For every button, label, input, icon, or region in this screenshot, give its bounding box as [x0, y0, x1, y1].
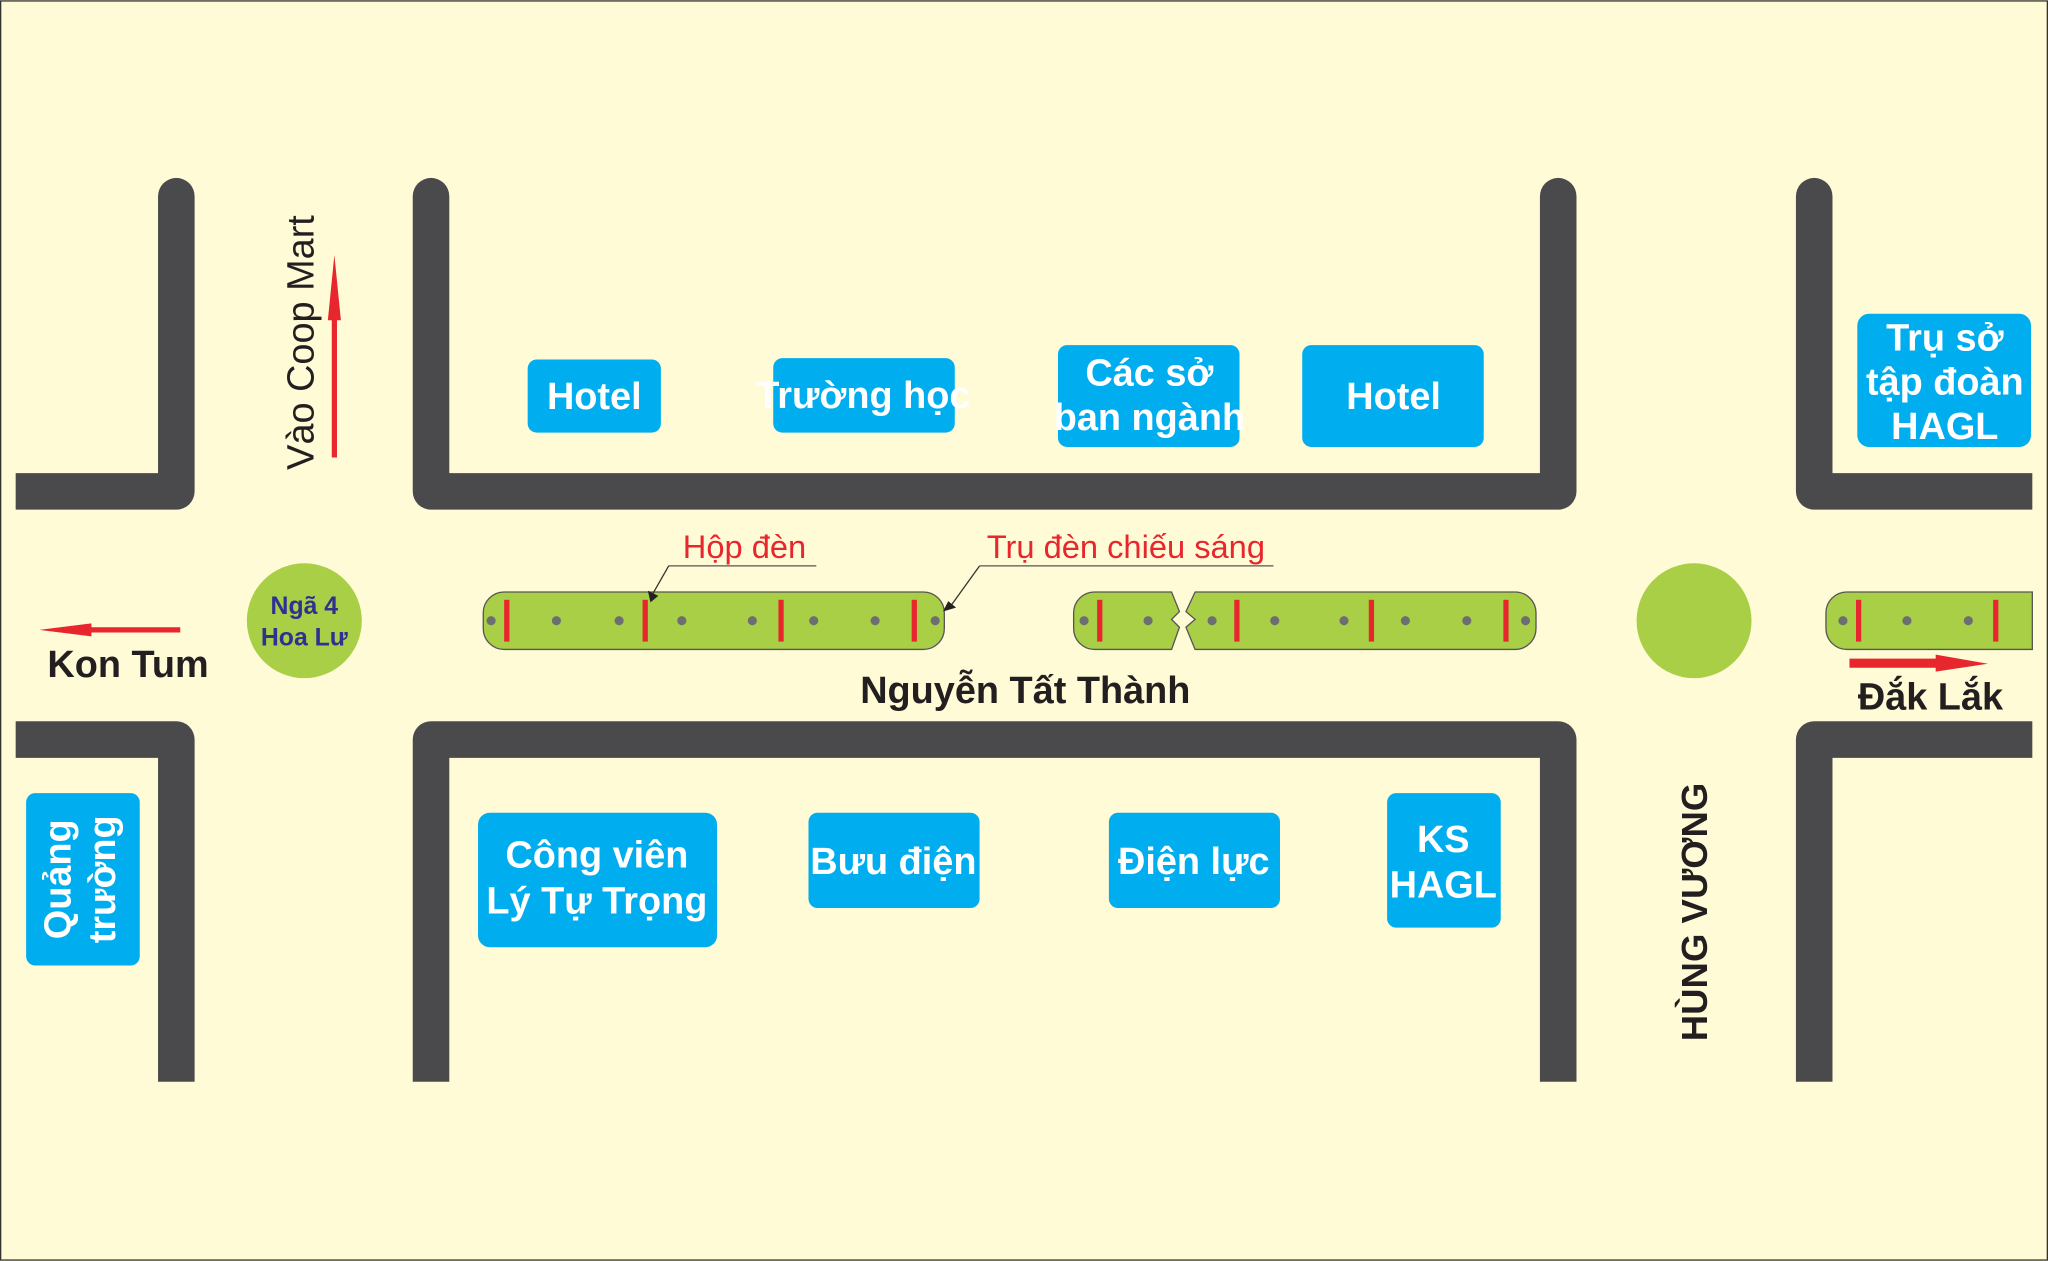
light-pole-icon [1339, 616, 1349, 626]
light-box-icon [1503, 599, 1509, 642]
light-box-icon [778, 599, 784, 642]
light-pole-icon [486, 616, 496, 626]
svg-text:HAGL: HAGL [1891, 406, 1998, 448]
light-box-icon [1234, 599, 1240, 642]
light-pole-icon [1400, 616, 1410, 626]
light-box-icon [642, 599, 648, 642]
light-pole-icon [677, 616, 687, 626]
light-pole-icon [1520, 616, 1531, 626]
svg-text:Bưu điện: Bưu điện [810, 841, 976, 883]
light-pole-icon [1902, 616, 1912, 626]
street-lights [486, 599, 1999, 642]
svg-text:Vào Coop Mart: Vào Coop Mart [280, 215, 322, 470]
light-box-icon [1097, 599, 1103, 642]
place-electricity[interactable]: Điện lực [1108, 812, 1280, 909]
light-pole-icon [1207, 616, 1217, 626]
roundabout [1636, 563, 1752, 679]
svg-text:Lý Tự Trọng: Lý Tự Trọng [486, 880, 707, 922]
place-school[interactable]: Trường học [756, 358, 970, 433]
light-pole-icon [1838, 616, 1848, 626]
light-box-icon [1368, 599, 1375, 642]
svg-text:Kon Tum: Kon Tum [47, 644, 208, 686]
arrow-left-icon [39, 623, 181, 637]
light-box-icon [911, 599, 917, 642]
svg-text:Hoa Lư: Hoa Lư [261, 625, 348, 652]
svg-text:Điện lực: Điện lực [1118, 841, 1270, 883]
light-pole-icon [747, 616, 757, 626]
light-box-icon [1856, 599, 1862, 642]
direction-kon-tum: Kon Tum [39, 623, 209, 686]
svg-text:Các sở: Các sở [1085, 353, 1213, 395]
light-pole-icon [1079, 616, 1089, 626]
svg-text:tập đoàn: tập đoàn [1866, 362, 2024, 404]
light-pole-icon [614, 616, 624, 626]
svg-text:HAGL: HAGL [1390, 865, 1497, 907]
light-pole-icon [551, 616, 561, 626]
place-hotel-1[interactable]: Hotel [527, 359, 661, 433]
light-pole-icon [809, 616, 819, 626]
street-name-hung-vuong: HÙNG VƯƠNG [1673, 783, 1715, 1042]
place-hotel-2[interactable]: Hotel [1302, 345, 1484, 447]
roads [15, 177, 2033, 1082]
intersection-hoa-lu: Ngã 4 Hoa Lư [246, 563, 362, 679]
svg-text:Trường học: Trường học [756, 375, 970, 417]
light-box-label: Hộp đèn [683, 528, 806, 565]
light-pole-label: Trụ đèn chiếu sáng [987, 528, 1265, 565]
light-pole-icon [930, 616, 940, 626]
arrow-right-icon [1849, 654, 1988, 672]
light-pole-icon [1143, 616, 1153, 626]
svg-text:KS: KS [1417, 819, 1470, 861]
light-pole-icon [1270, 616, 1280, 626]
arrow-up-icon [327, 254, 341, 458]
light-box-icon [1993, 599, 1999, 642]
light-pole-icon [870, 616, 880, 626]
direction-coop-mart: Vào Coop Mart [280, 215, 341, 470]
light-pole-icon [1462, 616, 1472, 626]
direction-dak-lak: Đắk Lắk [1849, 654, 2004, 719]
svg-text:Công viên: Công viên [505, 835, 688, 877]
place-post-office[interactable]: Bưu điện [808, 812, 980, 909]
light-pole-icon [1963, 616, 1973, 626]
svg-text:trường: trường [82, 815, 124, 943]
svg-text:Hotel: Hotel [1346, 376, 1441, 418]
light-box-icon [504, 599, 510, 642]
svg-text:Quảng: Quảng [38, 819, 80, 939]
svg-text:Trụ sở: Trụ sở [1886, 317, 2003, 359]
svg-text:ban ngành: ban ngành [1054, 397, 1245, 439]
svg-text:Hotel: Hotel [547, 376, 642, 418]
svg-text:Đắk Lắk: Đắk Lắk [1858, 675, 2004, 719]
legend-annotations: Hộp đèn Trụ đèn chiếu sáng [647, 528, 1274, 612]
svg-text:Ngã 4: Ngã 4 [271, 593, 339, 620]
street-name-nguyen-tat-thanh: Nguyễn Tất Thành [860, 668, 1190, 712]
